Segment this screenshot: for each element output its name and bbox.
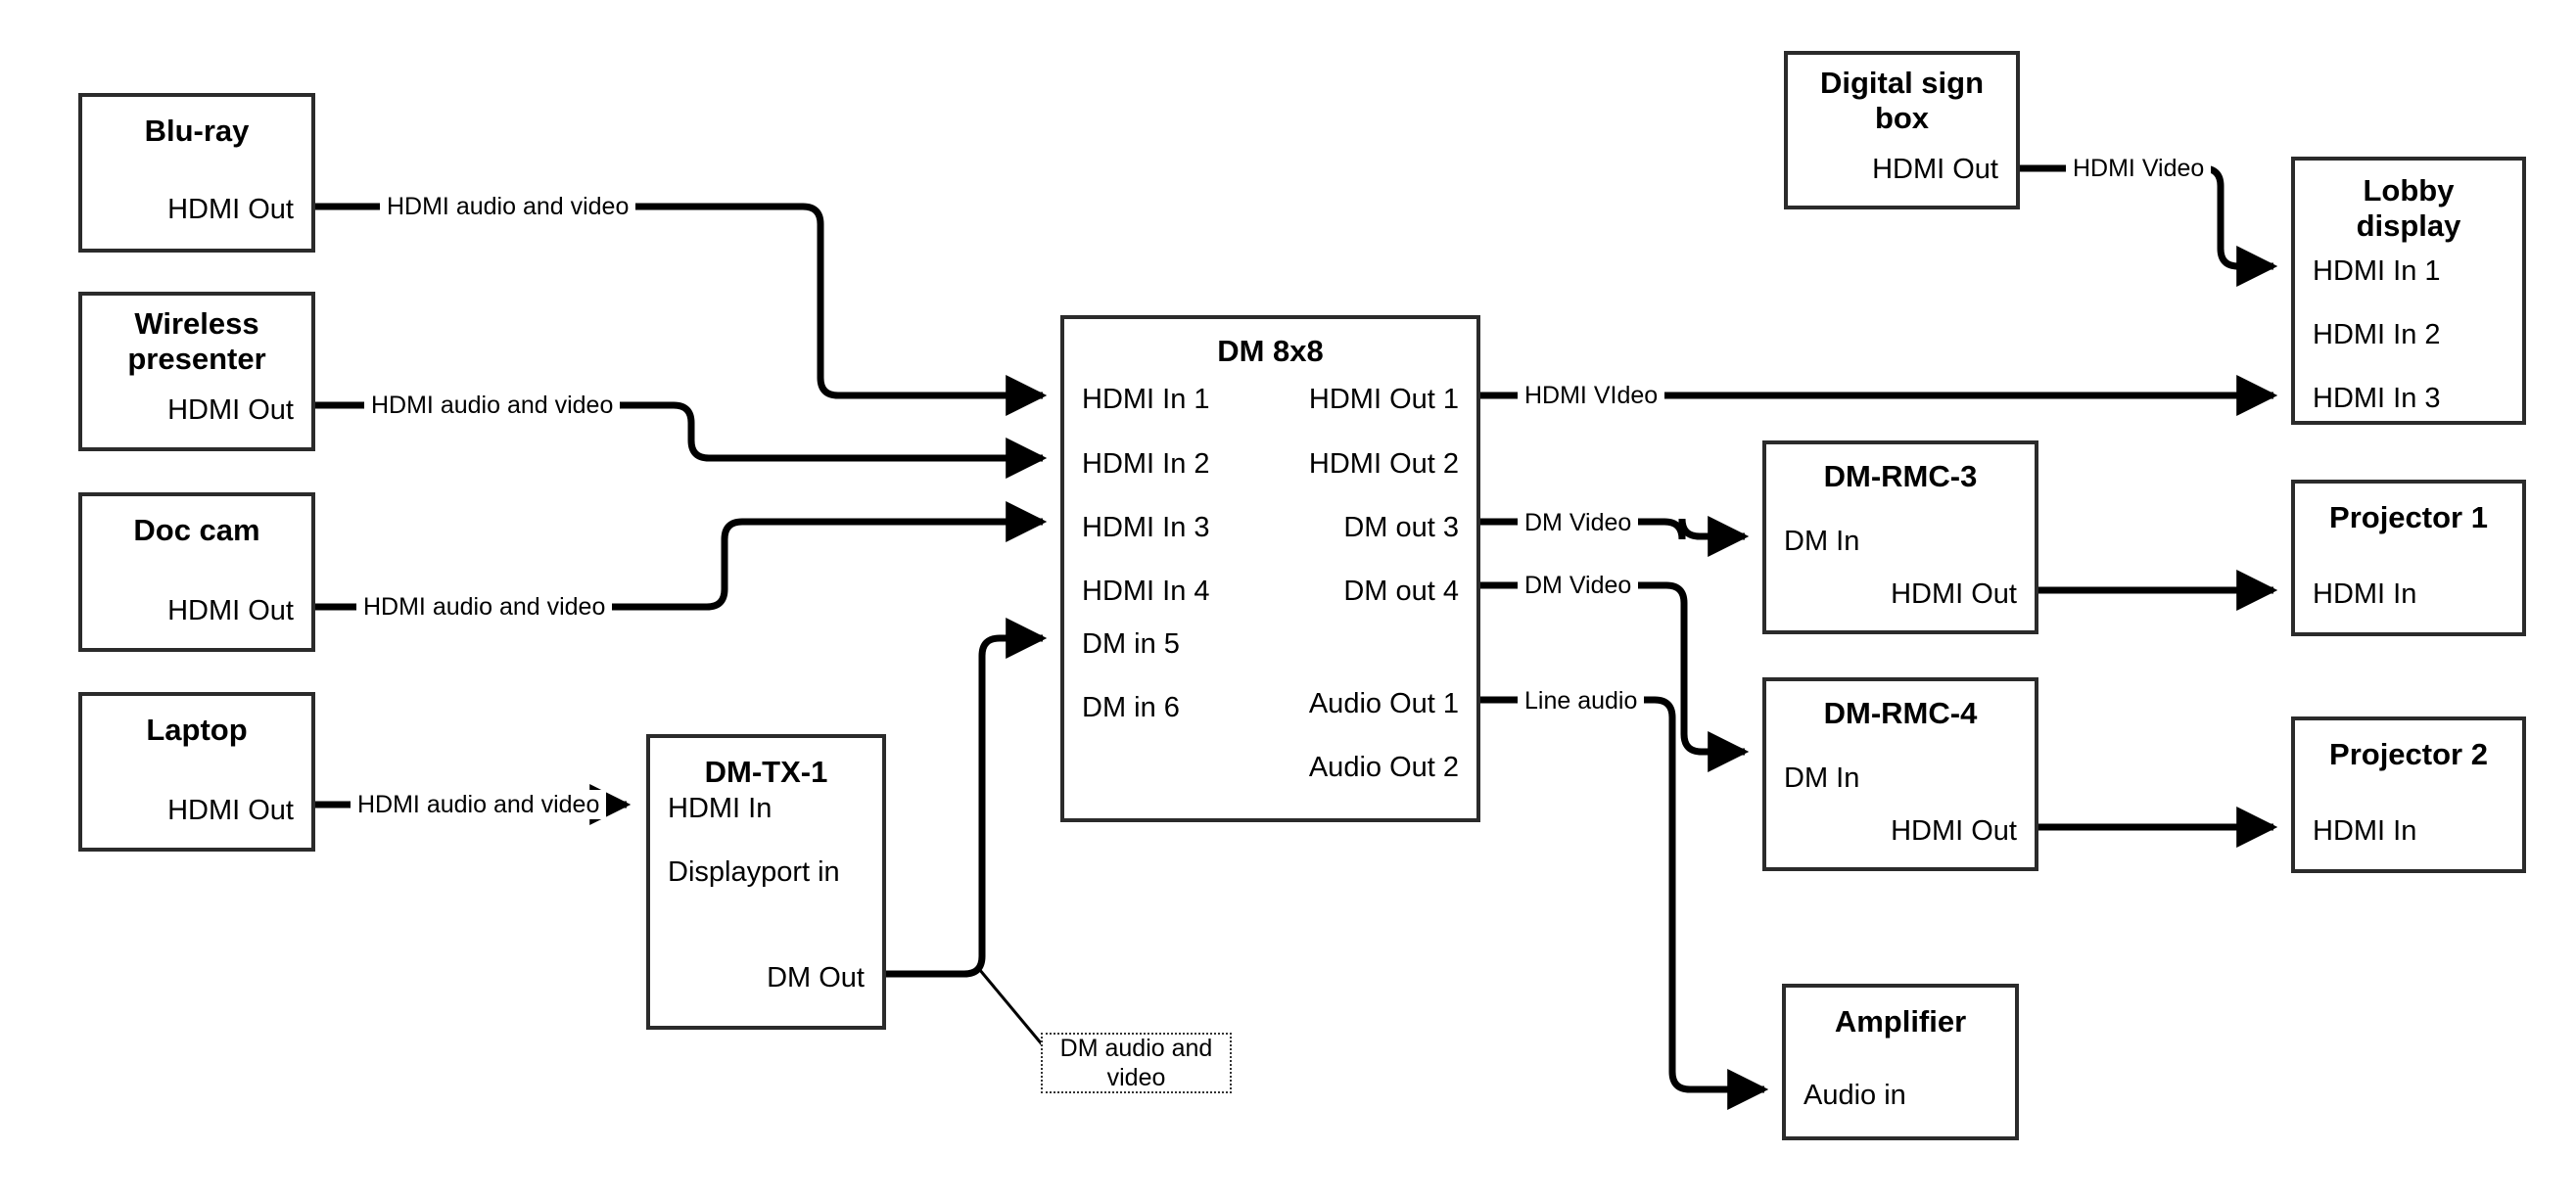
wire-label-doccam-to-dm8x8: HDMI audio and video bbox=[356, 592, 613, 622]
node-dm-tx-1[interactable]: DM-TX-1 HDMI In Displayport in DM Out bbox=[646, 734, 886, 1030]
wire-dm8x8-dmout4-to-rmc4 bbox=[1480, 581, 1750, 772]
node-amplifier-port-audio-in: Audio in bbox=[1803, 1080, 1906, 1111]
wire-label-wireless-to-dm8x8: HDMI audio and video bbox=[364, 391, 621, 420]
node-dm-8x8-output-hdmi-out-1: HDMI Out 1 bbox=[1308, 384, 1459, 415]
node-lobby-display-title-line2: display bbox=[2356, 208, 2461, 243]
node-laptop-title: Laptop bbox=[146, 713, 248, 747]
wire-label-dm8x8-hdmiout1: HDMI VIdeo bbox=[1518, 381, 1665, 410]
callout-leader-line bbox=[977, 968, 1045, 1046]
node-laptop[interactable]: Laptop HDMI Out bbox=[78, 692, 315, 852]
node-lobby-display-port-hdmi-in-1: HDMI In 1 bbox=[2313, 255, 2441, 287]
node-dm-8x8[interactable]: DM 8x8 HDMI In 1 HDMI In 2 HDMI In 3 HDM… bbox=[1060, 315, 1480, 822]
node-dm-8x8-input-dm-in-5: DM in 5 bbox=[1082, 628, 1180, 660]
node-dm-rmc-4[interactable]: DM-RMC-4 DM In HDMI Out bbox=[1762, 677, 2038, 871]
node-dm-rmc-4-port-dm-in: DM In bbox=[1784, 762, 1860, 794]
node-amplifier-title: Amplifier bbox=[1834, 1004, 1967, 1039]
node-doc-cam-port-hdmi-out: HDMI Out bbox=[167, 595, 294, 626]
node-wireless-presenter-port-hdmi-out: HDMI Out bbox=[167, 394, 294, 426]
node-dm-8x8-output-dm-out-3: DM out 3 bbox=[1343, 512, 1459, 543]
node-wireless-presenter-title-line1: Wireless bbox=[134, 306, 259, 341]
node-laptop-port-hdmi-out: HDMI Out bbox=[167, 795, 294, 826]
node-dm-8x8-output-audio-out-1: Audio Out 1 bbox=[1308, 688, 1459, 719]
node-dm-tx-1-port-hdmi-in: HDMI In bbox=[668, 793, 773, 824]
node-dm-rmc-4-port-hdmi-out: HDMI Out bbox=[1891, 815, 2017, 847]
node-wireless-presenter-title-line2: presenter bbox=[127, 342, 266, 376]
node-dm-8x8-input-hdmi-in-4: HDMI In 4 bbox=[1082, 576, 1210, 607]
callout-dm-audio-and-video: DM audio and video bbox=[1041, 1033, 1232, 1093]
node-wireless-presenter[interactable]: Wireless presenter HDMI Out bbox=[78, 292, 315, 451]
wire-digitalsign-to-lobby bbox=[2020, 164, 2278, 287]
node-doc-cam[interactable]: Doc cam HDMI Out bbox=[78, 492, 315, 652]
node-lobby-display-title-line1: Lobby bbox=[2363, 173, 2455, 208]
node-dm-8x8-title: DM 8x8 bbox=[1217, 334, 1324, 368]
node-digital-sign-box[interactable]: Digital sign box HDMI Out bbox=[1784, 51, 2020, 209]
wire-dmtx1-to-dm8x8 bbox=[886, 618, 1048, 978]
node-projector-1-title: Projector 1 bbox=[2329, 500, 2488, 534]
node-dm-8x8-input-hdmi-in-1: HDMI In 1 bbox=[1082, 384, 1210, 415]
node-digital-sign-box-port-hdmi-out: HDMI Out bbox=[1872, 154, 1998, 185]
node-amplifier[interactable]: Amplifier Audio in bbox=[1782, 984, 2019, 1140]
wire-label-dm8x8-dmout3: DM Video bbox=[1518, 508, 1639, 537]
node-dm-8x8-input-hdmi-in-2: HDMI In 2 bbox=[1082, 448, 1210, 480]
node-dm-rmc-3-title: DM-RMC-3 bbox=[1823, 459, 1978, 493]
node-dm-8x8-output-hdmi-out-2: HDMI Out 2 bbox=[1308, 448, 1459, 480]
node-lobby-display-port-hdmi-in-3: HDMI In 3 bbox=[2313, 383, 2441, 414]
wire-label-digitalsign-to-lobby: HDMI Video bbox=[2066, 154, 2212, 183]
node-dm-rmc-3-port-dm-in: DM In bbox=[1784, 526, 1860, 557]
node-bluray-port-hdmi-out: HDMI Out bbox=[167, 194, 294, 225]
node-dm-rmc-4-title: DM-RMC-4 bbox=[1823, 696, 1978, 730]
node-projector-1-port-hdmi-in: HDMI In bbox=[2313, 578, 2417, 610]
node-dm-tx-1-title: DM-TX-1 bbox=[704, 755, 828, 789]
node-dm-tx-1-port-displayport-in: Displayport in bbox=[668, 856, 840, 888]
node-projector-1[interactable]: Projector 1 HDMI In bbox=[2291, 480, 2526, 636]
node-projector-2-title: Projector 2 bbox=[2329, 737, 2488, 771]
node-dm-8x8-output-audio-out-2: Audio Out 2 bbox=[1308, 752, 1459, 783]
node-projector-2[interactable]: Projector 2 HDMI In bbox=[2291, 716, 2526, 873]
node-digital-sign-box-title-line1: Digital sign bbox=[1819, 66, 1985, 100]
node-dm-8x8-input-dm-in-6: DM in 6 bbox=[1082, 692, 1180, 723]
wire-label-laptop-to-dmtx1: HDMI audio and video bbox=[351, 790, 607, 819]
wire-dm8x8-audioout1-to-amplifier bbox=[1480, 696, 1769, 1110]
node-lobby-display-port-hdmi-in-2: HDMI In 2 bbox=[2313, 319, 2441, 350]
node-dm-rmc-3-port-hdmi-out: HDMI Out bbox=[1891, 578, 2017, 610]
node-dm-8x8-output-dm-out-4: DM out 4 bbox=[1343, 576, 1459, 607]
node-lobby-display[interactable]: Lobby display HDMI In 1 HDMI In 2 HDMI I… bbox=[2291, 157, 2526, 425]
node-doc-cam-title: Doc cam bbox=[133, 513, 260, 547]
wire-label-bluray-to-dm8x8: HDMI audio and video bbox=[380, 192, 636, 221]
wire-label-dm8x8-audioout1: Line audio bbox=[1518, 686, 1645, 716]
wire-label-dm8x8-dmout4: DM Video bbox=[1518, 571, 1639, 600]
node-projector-2-port-hdmi-in: HDMI In bbox=[2313, 815, 2417, 847]
node-dm-tx-1-port-dm-out: DM Out bbox=[767, 962, 865, 993]
node-digital-sign-box-title-line2: box bbox=[1874, 101, 1930, 135]
node-bluray-title: Blu-ray bbox=[144, 114, 250, 148]
node-bluray[interactable]: Blu-ray HDMI Out bbox=[78, 93, 315, 253]
wire-bluray-to-dm8x8 bbox=[315, 203, 1048, 416]
node-dm-rmc-3[interactable]: DM-RMC-3 DM In HDMI Out bbox=[1762, 440, 2038, 634]
node-dm-8x8-input-hdmi-in-3: HDMI In 3 bbox=[1082, 512, 1210, 543]
